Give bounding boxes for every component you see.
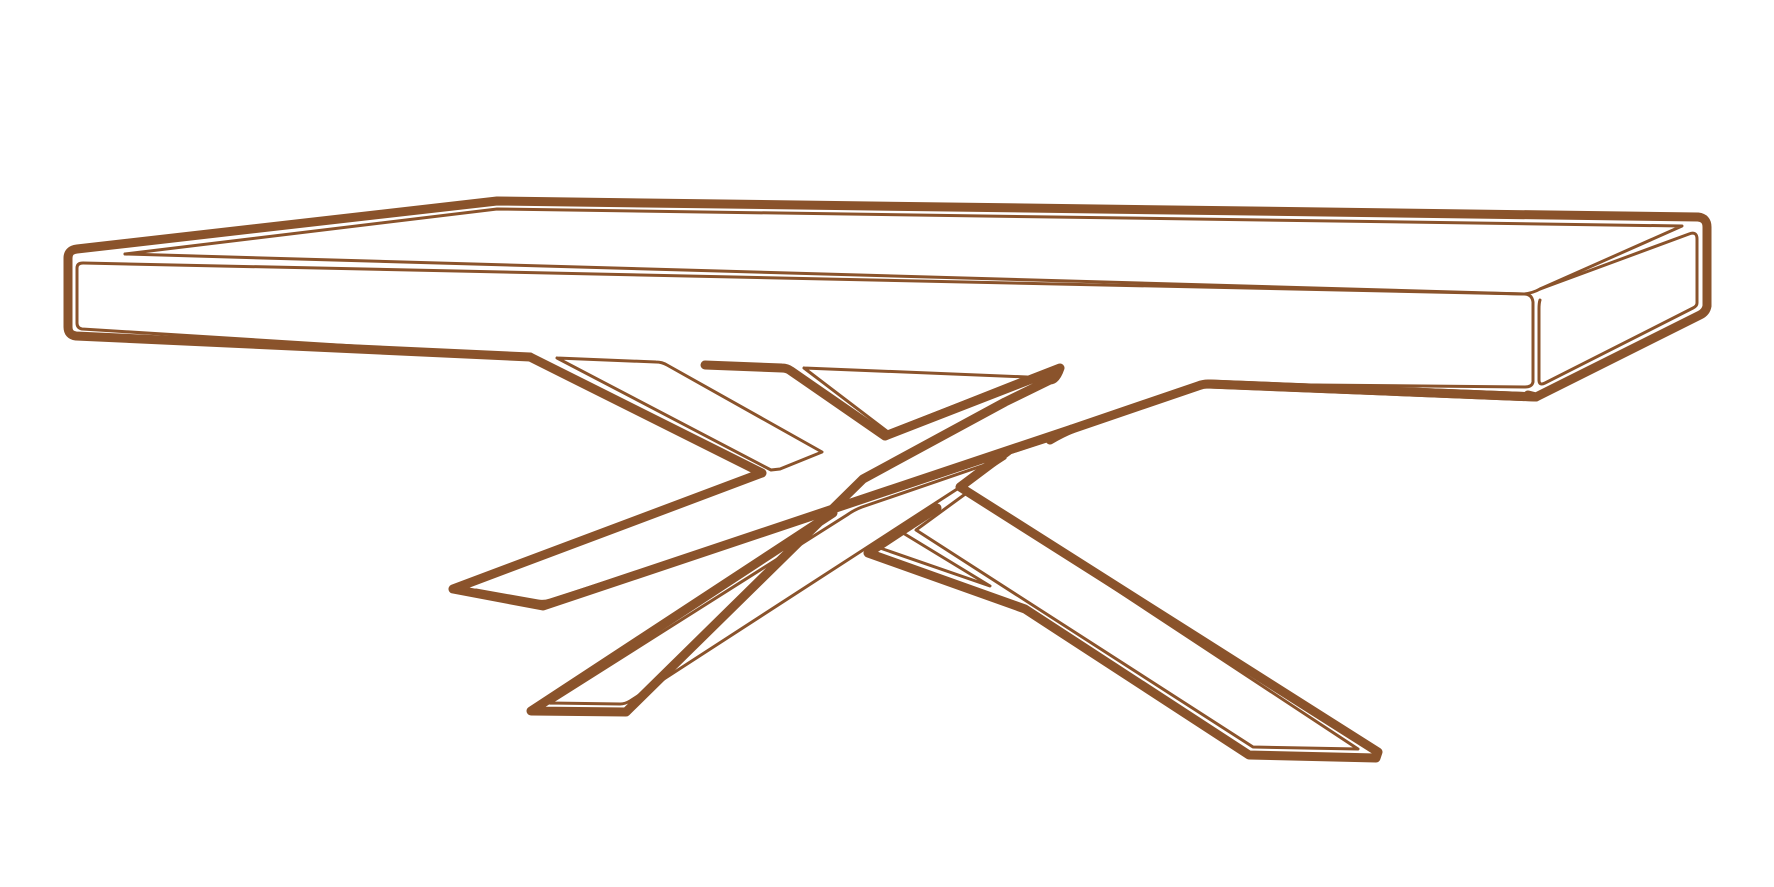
tabletop-front-top-edge xyxy=(123,252,1535,389)
tabletop-back-edge xyxy=(123,207,1684,296)
leg-back-right-inner xyxy=(914,490,1360,751)
tabletop-icon xyxy=(63,196,1712,445)
tabletop-front-bottom xyxy=(1205,379,1541,402)
tabletop-outline xyxy=(63,196,1712,445)
leg-middle-left xyxy=(526,360,1065,717)
leg-front-left-inner xyxy=(555,356,824,472)
leg-middle-left-inner xyxy=(802,366,1029,434)
tabletop-front-left-edge xyxy=(75,261,1526,359)
leg-front-left-inner-2 xyxy=(474,438,1052,603)
leg-back-right xyxy=(863,446,1383,763)
x-base-leg-icon xyxy=(448,352,1383,763)
leg-back-right-inner-2 xyxy=(878,531,992,588)
tabletop-right-side xyxy=(1537,231,1699,386)
